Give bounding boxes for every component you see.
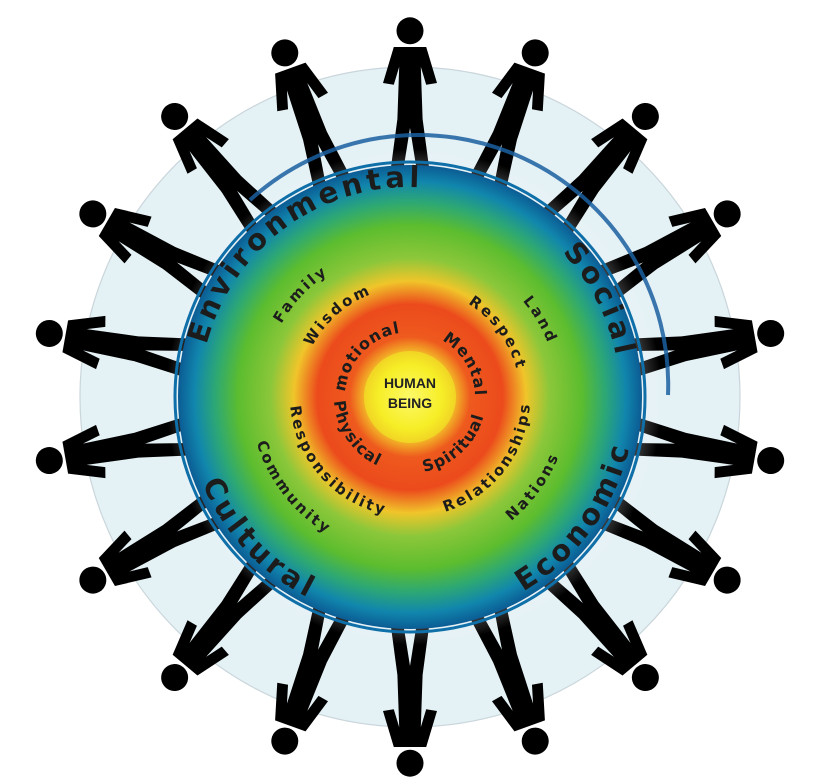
center-label-line1: HUMAN (384, 375, 436, 391)
swoosh-accent (248, 132, 671, 396)
center-label-line2: BEING (388, 395, 432, 411)
core-circle (364, 351, 456, 443)
outer-ring-edge (173, 160, 647, 634)
